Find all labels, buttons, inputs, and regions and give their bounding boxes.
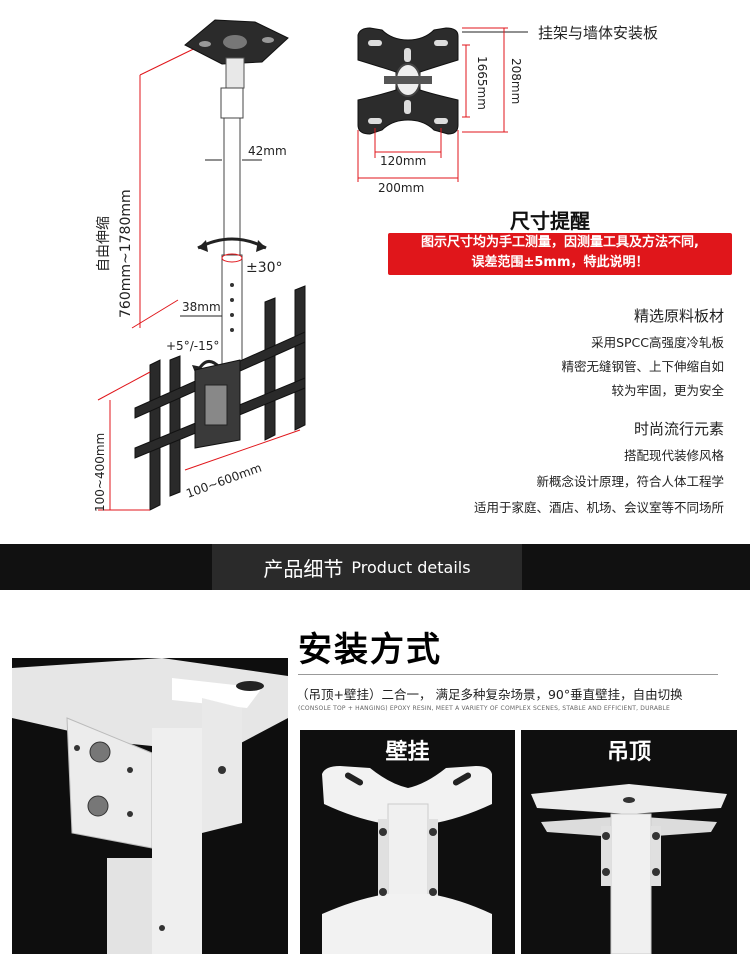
photo-label-ceiling: 吊顶 xyxy=(606,740,651,765)
warning-box: 图示尺寸均为手工测量，因测量工具及方法不同, 误差范围±5mm，特此说明！ xyxy=(388,233,732,275)
feature-line: 新概念设计原理，符合人体工程学 xyxy=(536,474,724,489)
rotation-label: ±30° xyxy=(246,260,283,276)
install-desc: （吊顶+壁挂）二合一， 满足多种复杂场景，90°垂直壁挂，自由切换 xyxy=(296,687,683,702)
wall-plate-label: 挂架与墙体安装板 xyxy=(538,24,658,42)
feature-line: 采用SPCC高强度冷轧板 xyxy=(591,335,724,350)
banner-title-box: 产品细节 Product details xyxy=(212,544,522,590)
vesa-height: 100~400mm xyxy=(93,433,107,512)
banner-title-en: Product details xyxy=(351,557,471,577)
height-range: 760mm~1780mm xyxy=(118,189,134,318)
ceiling-mount-illustration xyxy=(531,784,727,954)
tv-bracket xyxy=(134,285,306,511)
dim-120: 120mm xyxy=(380,154,426,168)
height-label: 自由伸缩 xyxy=(96,216,112,272)
install-desc-en: (CONSOLE TOP + HANGING) EPOXY RESIN, MEE… xyxy=(298,705,670,712)
dim-200: 200mm xyxy=(378,181,424,195)
feature-title: 精选原料板材 xyxy=(633,307,724,325)
banner-title-cn: 产品细节 xyxy=(263,556,344,581)
mount-diagram: 42mm ±30° 38mm +5°/-15° xyxy=(93,19,658,512)
feature-line: 较为牢固，更为安全 xyxy=(611,383,724,398)
photo-label-wall: 壁挂 xyxy=(385,740,430,765)
feature-title: 时尚流行元素 xyxy=(633,420,724,438)
dim-1665: 1665mm xyxy=(475,56,489,110)
feature-line: 精密无缝钢管、上下伸缩自如 xyxy=(561,359,724,374)
dim-208: 208mm xyxy=(509,58,523,104)
feature-line: 适用于家庭、酒店、机场、会议室等不同场所 xyxy=(473,500,724,515)
feature-line: 搭配现代装修风格 xyxy=(623,448,724,463)
dim-42: 42mm xyxy=(248,144,287,158)
feature-block-material: 精选原料板材 采用SPCC高强度冷轧板 精密无缝钢管、上下伸缩自如 较为牢固，更… xyxy=(424,305,724,399)
warning-line-1: 图示尺寸均为手工测量，因测量工具及方法不同, xyxy=(421,235,699,250)
reminder-title: 尺寸提醒 xyxy=(510,209,590,233)
ceiling-plate xyxy=(184,19,289,89)
warning-line-2: 误差范围±5mm，特此说明！ xyxy=(471,255,649,270)
install-title: 安装方式 xyxy=(298,630,442,670)
detail-photo-pole xyxy=(12,658,288,954)
feature-block-style: 时尚流行元素 搭配现代装修风格 新概念设计原理，符合人体工程学 适用于家庭、酒店… xyxy=(404,418,724,516)
dim-38: 38mm xyxy=(182,300,221,314)
photo-wall-mount: 壁挂 xyxy=(300,730,515,954)
photo-ceiling-mount: 吊顶 xyxy=(521,730,737,954)
rotation-arrow xyxy=(197,237,267,263)
height-dimension-line xyxy=(131,39,213,329)
pole xyxy=(220,87,244,371)
tilt-label: +5°/-15° xyxy=(166,339,219,353)
wall-plate xyxy=(357,27,459,135)
install-title-rule xyxy=(298,674,718,675)
wall-mount-illustration xyxy=(322,766,492,954)
